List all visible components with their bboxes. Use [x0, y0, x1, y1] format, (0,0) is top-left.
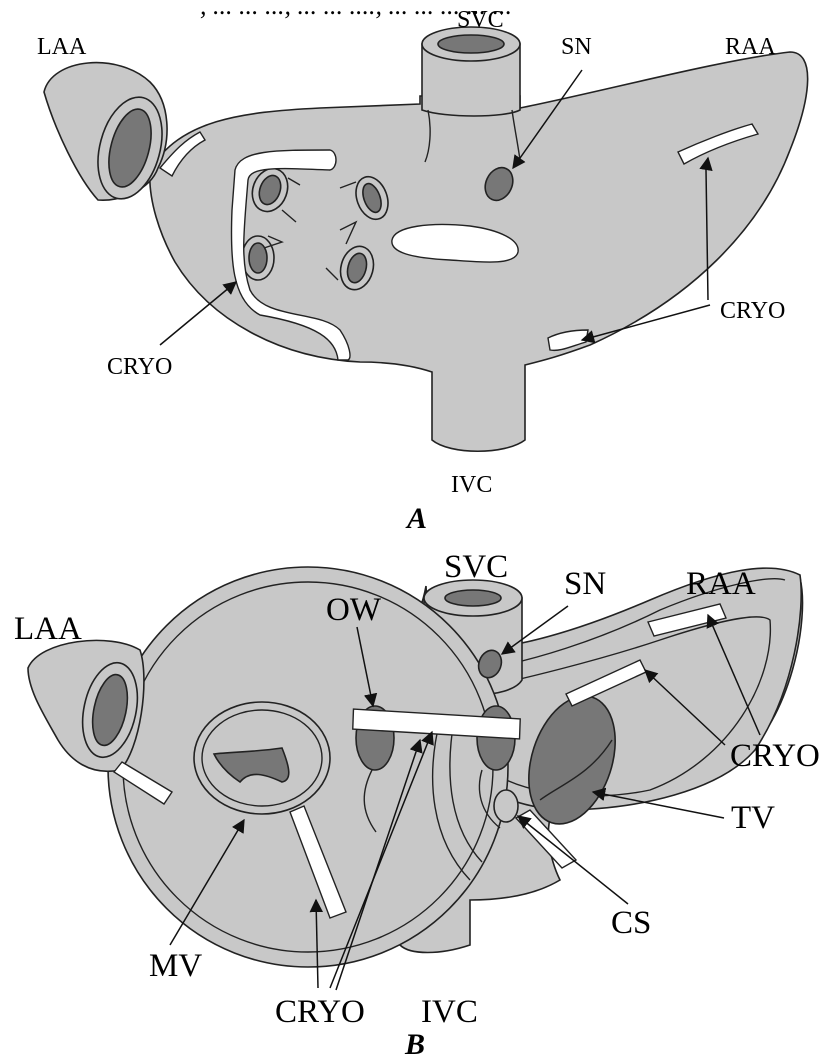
panel-a: SVC SN LAA RAA CRYO CRYO IVC A: [37, 7, 808, 535]
label-laa-a: LAA: [37, 34, 87, 60]
label-tv-b: TV: [731, 800, 775, 836]
label-cryo-right-b: CRYO: [730, 738, 820, 774]
label-cryo-right-a: CRYO: [720, 298, 785, 324]
cs-opening-b: [494, 790, 518, 822]
label-mv-b: MV: [149, 948, 202, 984]
label-cs-b: CS: [611, 905, 651, 941]
label-cryo-bottom-b: CRYO: [275, 994, 365, 1030]
label-laa-b: LAA: [14, 611, 82, 647]
label-svc-a: SVC: [457, 7, 504, 33]
label-ow-b: OW: [326, 592, 382, 628]
label-ivc-b: IVC: [421, 994, 478, 1030]
laa-appendage-b: [28, 640, 145, 771]
label-raa-b: RAA: [686, 566, 756, 602]
label-svc-b: SVC: [444, 549, 508, 585]
panel-id-a: A: [405, 502, 427, 535]
mitral-valve-b: [194, 702, 330, 814]
label-raa-a: RAA: [725, 34, 776, 60]
panel-b: OW SVC SN RAA LAA CRYO TV CS MV CRYO IVC…: [14, 549, 820, 1061]
panel-id-b: B: [404, 1028, 425, 1061]
label-cryo-left-a: CRYO: [107, 354, 172, 380]
label-sn-b: SN: [564, 566, 606, 602]
label-ivc-a: IVC: [451, 472, 492, 498]
label-sn-a: SN: [561, 34, 592, 60]
